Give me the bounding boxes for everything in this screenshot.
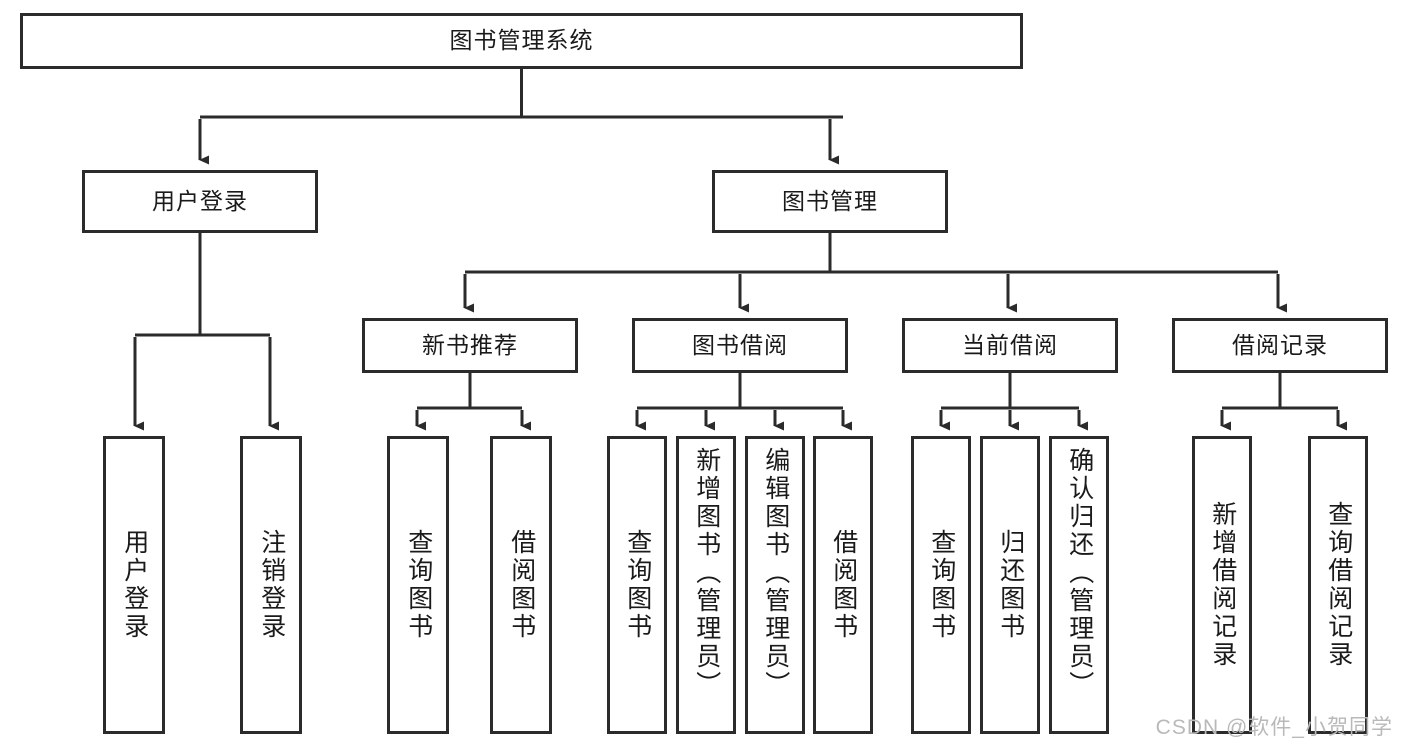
leaf-borrow-edit-book-admin[interactable]: 编辑图书（管理员） [745,436,805,734]
node-label: 用户登录 [152,187,248,214]
leaf-current-return-book[interactable]: 归还图书 [980,436,1040,734]
leaf-label: 借阅图书 [829,529,858,641]
node-label: 图书管理 [782,187,878,214]
leaf-newbook-query-book[interactable]: 查询图书 [387,436,449,734]
csdn-watermark: CSDN @软件_小贺同学 [1155,716,1393,739]
node-borrow-record[interactable]: 借阅记录 [1172,318,1388,373]
node-label: 新书推荐 [422,331,518,358]
node-root-system[interactable]: 图书管理系统 [20,13,1023,69]
node-label: 当前借阅 [962,331,1058,358]
leaf-label: 新增借阅记录 [1208,501,1237,669]
node-label: 图书借阅 [692,331,788,358]
leaf-label: 编辑图书（管理员） [761,447,790,699]
node-label: 借阅记录 [1232,331,1328,358]
leaf-label: 确认归还（管理员） [1065,447,1094,699]
leaf-current-confirm-return-admin[interactable]: 确认归还（管理员） [1049,436,1109,734]
leaf-label: 查询图书 [623,529,652,641]
node-new-book-recommend[interactable]: 新书推荐 [362,318,578,373]
leaf-borrow-add-book-admin[interactable]: 新增图书（管理员） [676,436,736,734]
leaf-record-add-record[interactable]: 新增借阅记录 [1192,436,1252,734]
leaf-label: 归还图书 [996,529,1025,641]
leaf-borrow-query-book[interactable]: 查询图书 [607,436,667,734]
leaf-label: 新增图书（管理员） [692,447,721,699]
leaf-current-query-book[interactable]: 查询图书 [911,436,971,734]
leaf-record-query-record[interactable]: 查询借阅记录 [1308,436,1368,734]
node-current-borrow[interactable]: 当前借阅 [902,318,1118,373]
leaf-label: 查询图书 [927,529,956,641]
leaf-borrow-borrow-book[interactable]: 借阅图书 [813,436,873,734]
node-user-login[interactable]: 用户登录 [82,170,318,233]
node-book-borrow[interactable]: 图书借阅 [632,318,848,373]
leaf-label: 查询图书 [404,529,433,641]
leaf-user-logout[interactable]: 注销登录 [240,436,302,734]
leaf-label: 注销登录 [257,529,286,641]
leaf-label: 查询借阅记录 [1324,501,1353,669]
leaf-user-login[interactable]: 用户登录 [103,436,165,734]
leaf-label: 用户登录 [120,529,149,641]
node-label: 图书管理系统 [449,27,594,54]
node-book-management[interactable]: 图书管理 [712,170,948,233]
leaf-label: 借阅图书 [507,529,536,641]
leaf-newbook-borrow-book[interactable]: 借阅图书 [490,436,552,734]
